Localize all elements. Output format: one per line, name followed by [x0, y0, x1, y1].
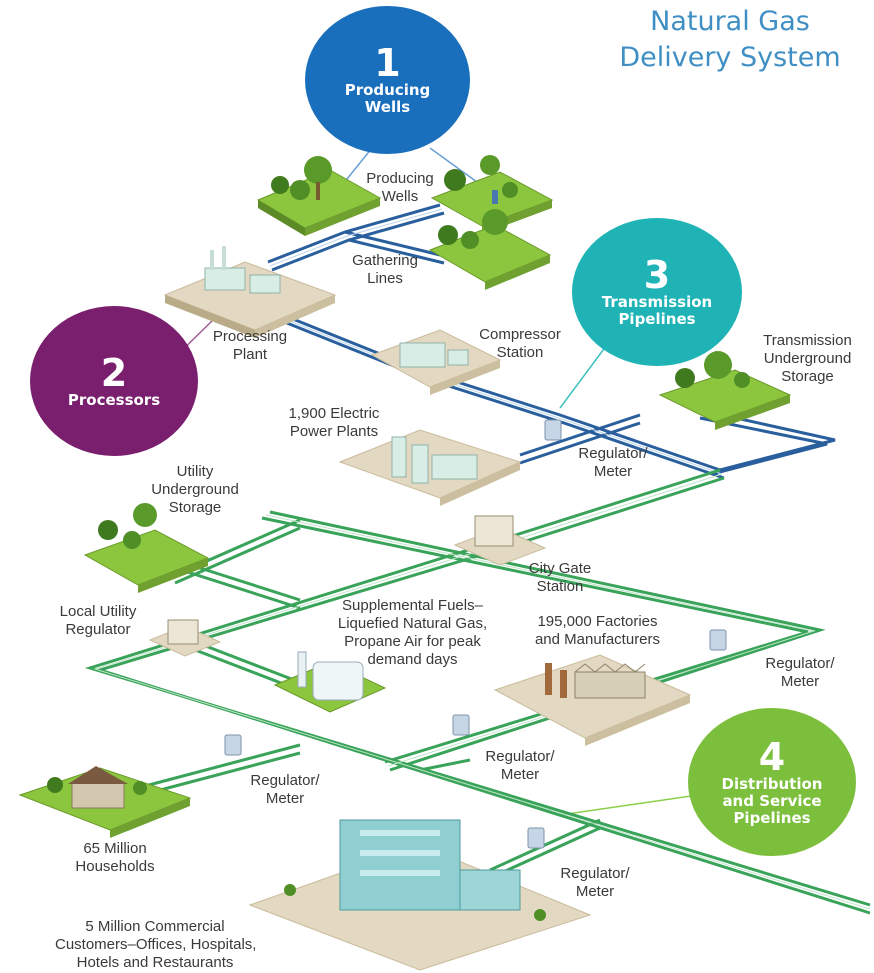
label-line: Regulator	[65, 621, 131, 638]
label-line: Regulator/	[250, 772, 320, 789]
label-line: Wells	[381, 188, 419, 205]
label-line: Lines	[367, 270, 403, 287]
stage-3-label-line2: Pipelines	[618, 310, 696, 328]
stage-4-number: 4	[758, 734, 786, 779]
household-illustration	[18, 766, 192, 838]
label-line: Liquefied Natural Gas,	[337, 615, 488, 632]
label-line: Local Utility	[59, 603, 137, 620]
label-compressor-station: Compressor Station	[465, 326, 575, 362]
title-line-2: Delivery System	[619, 42, 841, 73]
stage-4-label-line3: Pipelines	[733, 808, 811, 827]
stage-1-label-line1: Producing	[344, 81, 431, 99]
distribution-pipelines	[84, 468, 871, 915]
stage-circle-3: 3 Transmission Pipelines	[572, 218, 742, 366]
label-line: City Gate	[528, 560, 592, 577]
label-regulator-meter-4: Regulator/ Meter	[240, 772, 330, 808]
diagram-title: Natural Gas Delivery System	[600, 4, 860, 76]
label-line: Storage	[781, 368, 834, 385]
label-factories: 195,000 Factories and Manufacturers	[515, 613, 680, 649]
stage-2-number: 2	[100, 350, 128, 395]
label-supplemental-fuels: Supplemental Fuels– Liquefied Natural Ga…	[330, 597, 495, 669]
label-transmission-storage: Transmission Underground Storage	[750, 332, 865, 386]
transmission-storage-site	[658, 351, 792, 430]
label-line: Storage	[168, 499, 222, 516]
label-line: Meter	[265, 790, 305, 807]
label-line: Underground	[151, 481, 239, 498]
label-line: Underground	[763, 350, 852, 367]
label-line: Meter	[780, 673, 820, 690]
label-line: Customers–Offices, Hospitals,	[55, 936, 257, 953]
stage-3-label-line1: Transmission	[601, 293, 713, 311]
label-line: Regulator/	[560, 865, 630, 882]
stage-1-number: 1	[374, 41, 401, 85]
processing-plant-illustration	[163, 246, 337, 338]
connector-line-4	[559, 794, 699, 816]
factory-illustration	[493, 654, 692, 746]
label-line: Gathering	[352, 252, 418, 269]
label-line: Meter	[500, 766, 540, 783]
label-gathering-lines: Gathering Lines	[340, 252, 430, 288]
stage-circle-4: 4 Distribution and Service Pipelines	[688, 708, 856, 856]
label-regulator-meter-3: Regulator/ Meter	[475, 748, 565, 784]
label-line: Regulator/	[485, 748, 555, 765]
compressor-station-illustration	[370, 329, 502, 395]
stage-4-label-line1: Distribution	[721, 774, 823, 793]
label-line: Regulator/	[578, 445, 648, 462]
label-line: Meter	[575, 883, 615, 900]
label-line: demand days	[367, 651, 458, 668]
label-regulator-meter-5: Regulator/ Meter	[550, 865, 640, 901]
label-city-gate-station: City Gate Station	[515, 560, 605, 596]
utility-storage-site	[83, 503, 210, 593]
title-line-1: Natural Gas	[650, 6, 810, 37]
stage-circle-2: 2 Processors	[30, 306, 198, 456]
label-line: Station	[536, 578, 584, 595]
label-line: 195,000 Factories	[537, 613, 658, 630]
stage-3-number: 3	[643, 253, 671, 297]
power-plant-illustration	[338, 429, 522, 506]
label-line: Station	[496, 344, 544, 361]
stage-4-label-line2: and Service	[722, 791, 822, 810]
city-gate-station-illustration	[453, 515, 547, 566]
regulator-meter-boxes	[224, 419, 727, 849]
well-site-3	[428, 209, 552, 290]
label-line: 1,900 Electric	[288, 405, 380, 422]
label-line: 5 Million Commercial	[85, 918, 225, 935]
label-line: Hotels and Restaurants	[76, 954, 234, 971]
label-line: Processing	[212, 328, 288, 345]
label-line: Producing	[366, 170, 434, 187]
label-electric-power-plants: 1,900 Electric Power Plants	[278, 405, 390, 441]
local-utility-regulator-illustration	[148, 619, 222, 657]
label-commercial: 5 Million Commercial Customers–Offices, …	[55, 918, 257, 972]
stage-2-label-line1: Processors	[67, 390, 161, 409]
label-line: Households	[75, 858, 155, 875]
well-site-1	[256, 156, 382, 236]
label-line: 65 Million	[83, 840, 147, 857]
label-regulator-meter-2: Regulator/ Meter	[755, 655, 845, 691]
commercial-building-illustration	[248, 819, 592, 971]
label-regulator-meter-1: Regulator/ Meter	[568, 445, 658, 481]
label-households: 65 Million Households	[60, 840, 170, 876]
label-producing-wells: Producing Wells	[355, 170, 445, 206]
label-line: Utility	[176, 463, 214, 480]
label-line: Regulator/	[765, 655, 835, 672]
lng-storage-illustration	[273, 651, 387, 713]
label-processing-plant: Processing Plant	[200, 328, 300, 364]
label-line: Compressor	[479, 326, 561, 343]
label-line: Transmission	[763, 332, 852, 349]
label-line: Plant	[232, 346, 268, 363]
stage-circle-1: 1 Producing Wells	[305, 6, 470, 154]
label-line: Meter	[593, 463, 633, 480]
label-line: Propane Air for peak	[344, 633, 481, 650]
label-line: Power Plants	[289, 423, 379, 440]
label-line: and Manufacturers	[534, 631, 661, 648]
stage-1-label-line2: Wells	[364, 98, 411, 116]
label-line: Supplemental Fuels–	[342, 597, 483, 614]
label-utility-storage: Utility Underground Storage	[140, 463, 250, 517]
transmission-pipelines	[257, 203, 836, 480]
label-local-utility-regulator: Local Utility Regulator	[48, 603, 148, 639]
